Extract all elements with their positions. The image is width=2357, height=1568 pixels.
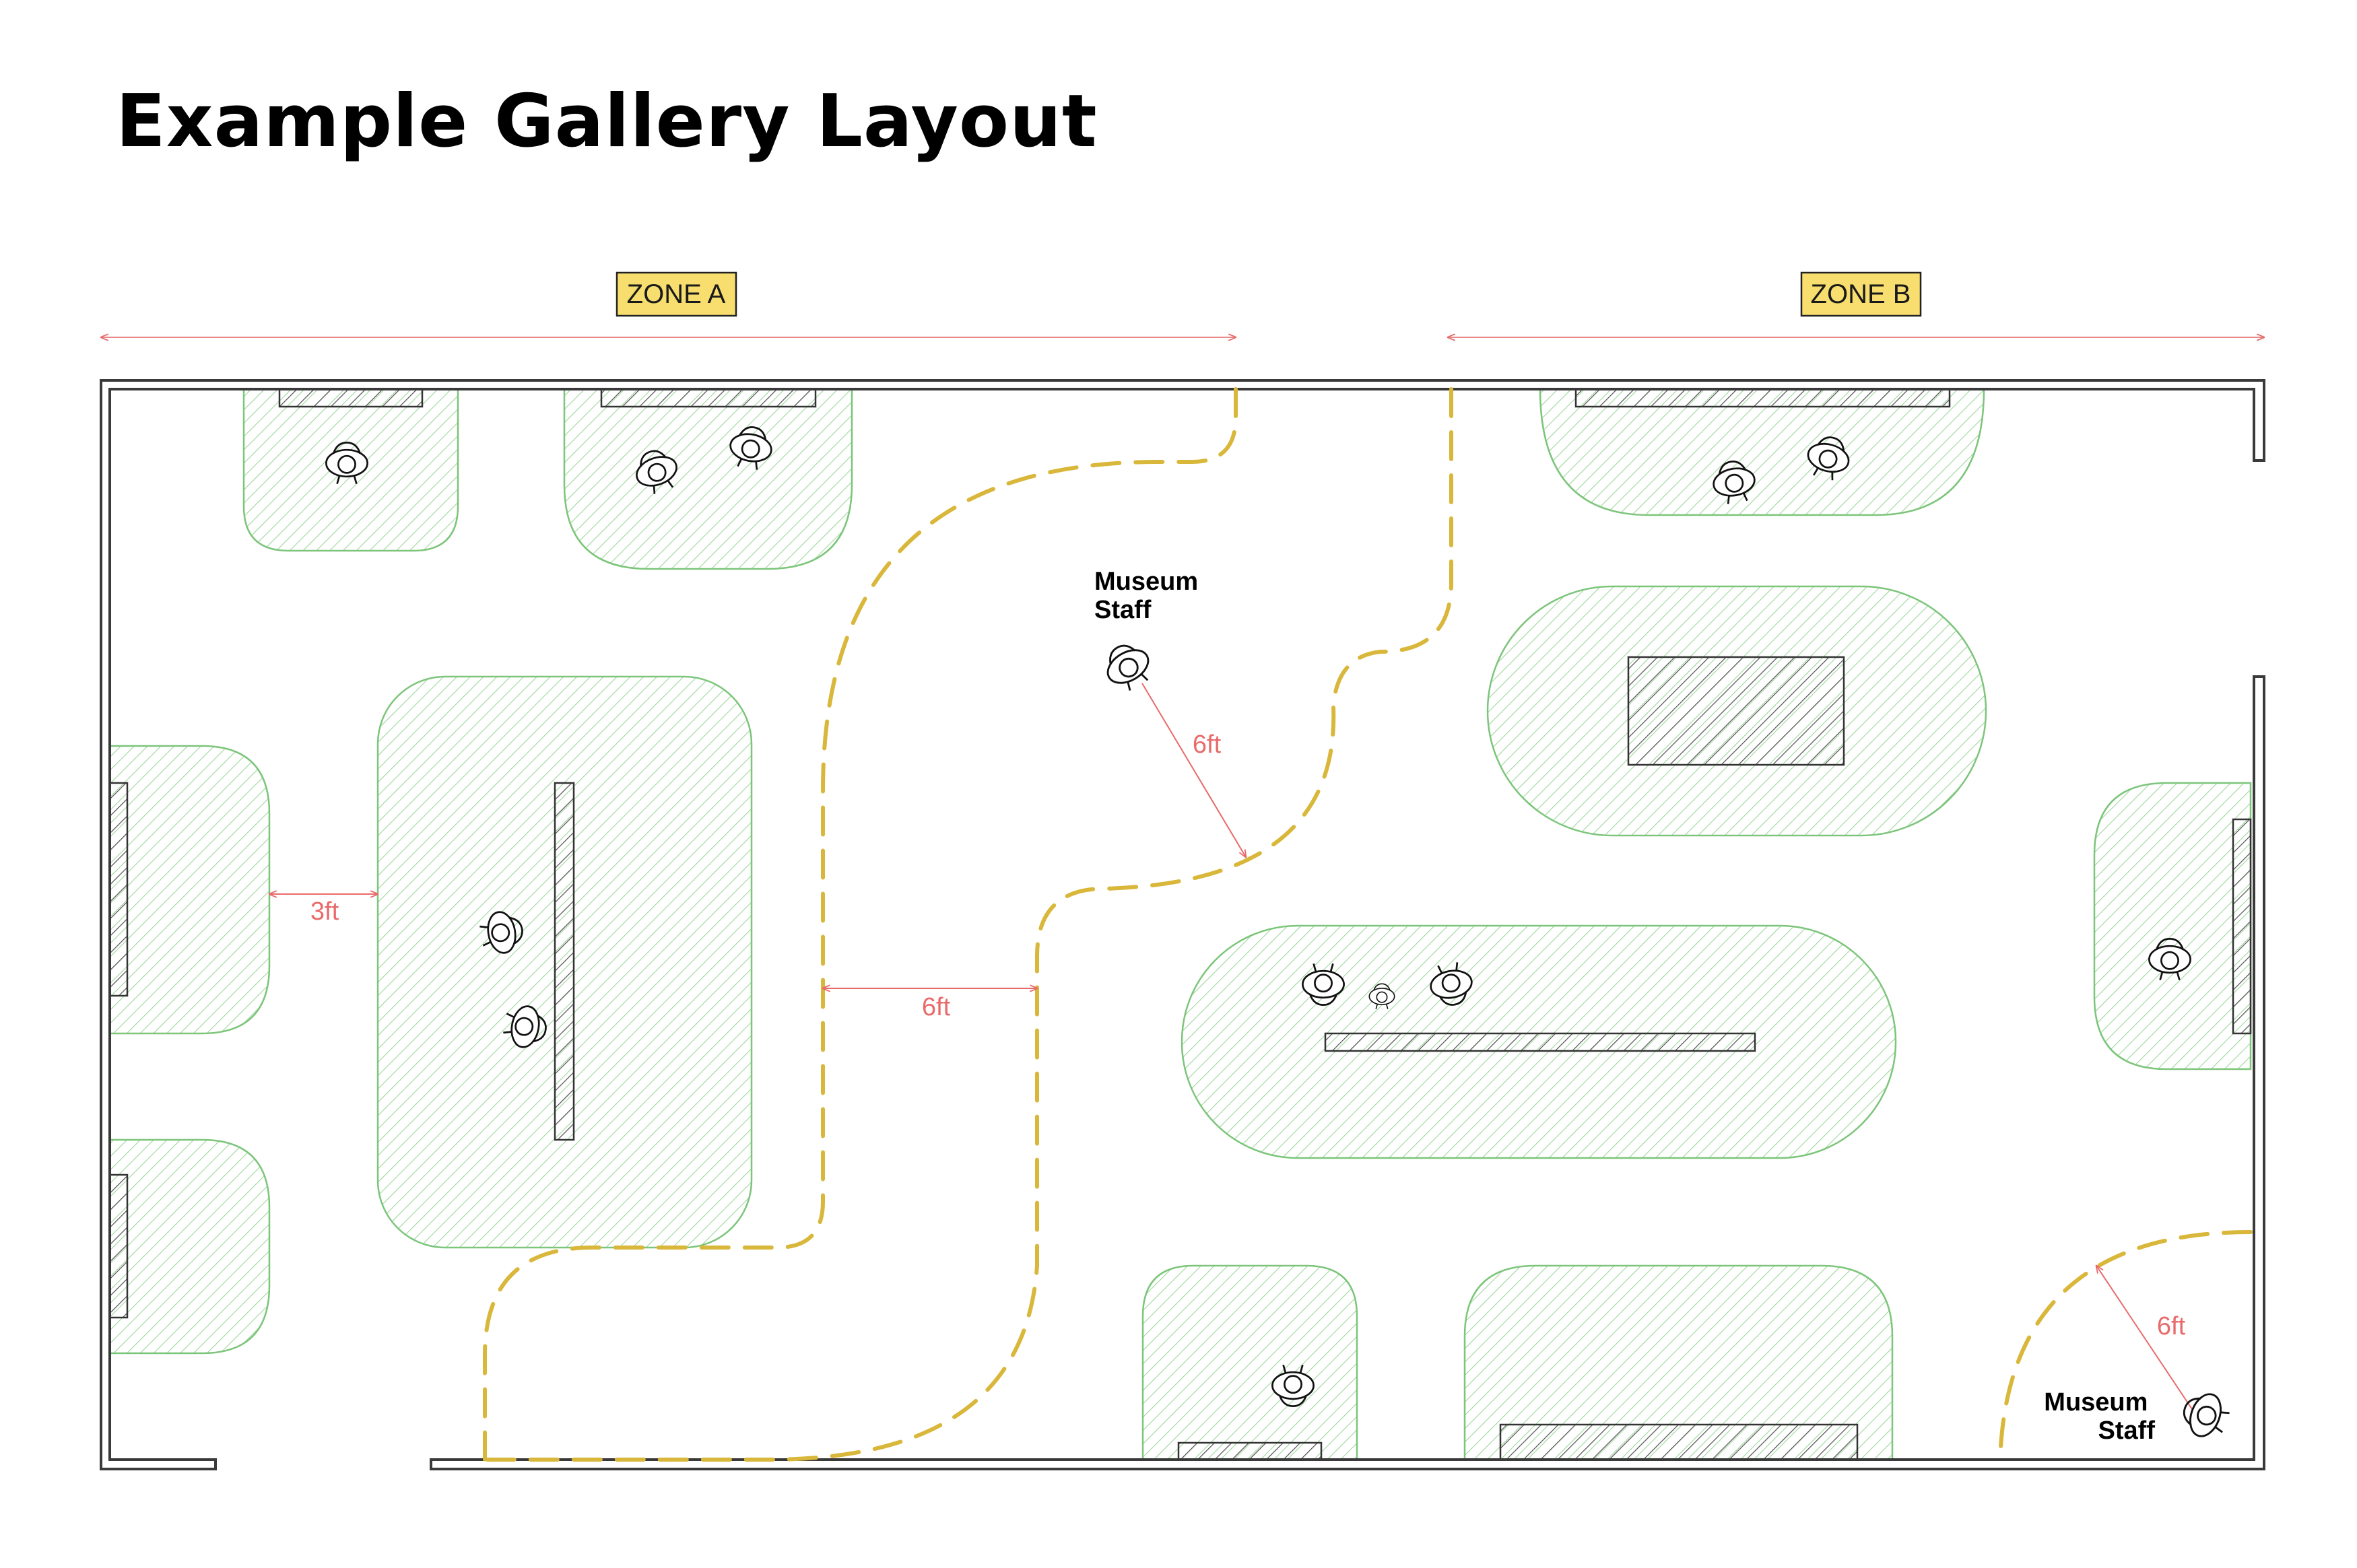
dimension-lines <box>269 683 2193 1410</box>
museum-staff-icon <box>2177 1386 2234 1444</box>
zone-b-label: ZONE B <box>1811 279 1911 309</box>
display-case <box>1574 388 1951 408</box>
dimension-label-6ft: 6ft <box>922 993 951 1021</box>
zone-b-badge <box>1800 271 1922 317</box>
display-areas <box>108 388 2252 1461</box>
zone-a-badge <box>616 271 737 317</box>
museum-staff-icon <box>1097 636 1159 697</box>
display-case <box>1177 1441 1323 1461</box>
display-area <box>108 1138 271 1355</box>
visitor-path <box>483 387 2253 1462</box>
display-cases <box>108 388 2252 1461</box>
dimension-label-6ft-corner: 6ft <box>2157 1312 2186 1340</box>
display-area <box>2093 782 2252 1070</box>
display-case <box>1499 1423 1859 1461</box>
display-area <box>1141 1264 1358 1461</box>
display-case <box>554 782 575 1141</box>
display-case <box>2232 818 2252 1035</box>
display-case <box>1627 656 1845 766</box>
zone-b-indicator: ZONE B <box>1448 271 2264 337</box>
zone-a-label: ZONE A <box>627 279 726 309</box>
display-area <box>1463 1264 1894 1461</box>
display-case <box>600 388 817 408</box>
display-case <box>1324 1032 1756 1052</box>
dimension-label-6ft-staff: 6ft <box>1193 730 1222 759</box>
museum-staff-label-lower: Museum Staff <box>2044 1388 2155 1445</box>
museum-staff-label-upper: Museum Staff <box>1094 568 1205 624</box>
page-title: Example Gallery Layout <box>116 79 1098 164</box>
display-area <box>108 745 271 1035</box>
display-area <box>1539 388 1985 516</box>
display-area <box>563 388 853 570</box>
zone-a-indicator: ZONE A <box>101 271 1236 337</box>
display-case <box>278 388 424 408</box>
display-case <box>108 1173 129 1319</box>
dimension-label-3ft: 3ft <box>310 897 339 926</box>
gallery-walls <box>100 379 2265 1470</box>
display-case <box>108 782 129 997</box>
